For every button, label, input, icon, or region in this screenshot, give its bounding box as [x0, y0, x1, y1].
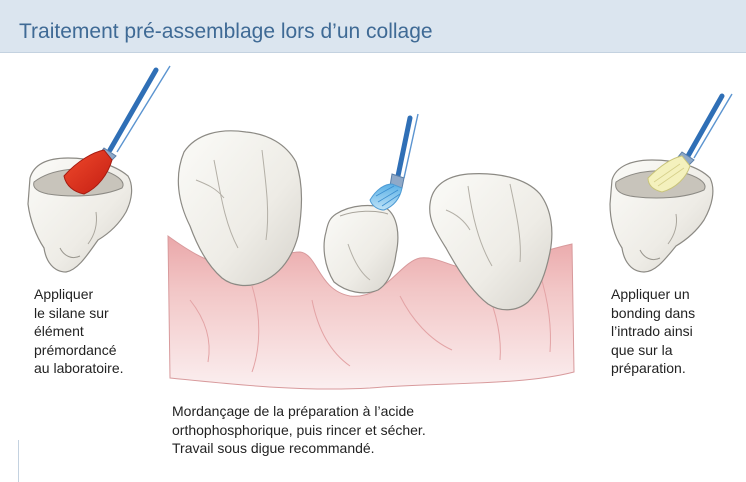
- caption-right-line: préparation.: [611, 359, 695, 378]
- caption-right-line: que sur la: [611, 341, 695, 360]
- caption-left-line: élément: [34, 322, 124, 341]
- caption-center-line: orthophosphorique, puis rincer et sécher…: [172, 421, 426, 440]
- frame-rule: [18, 440, 19, 482]
- caption-left-line: le silane sur: [34, 304, 124, 323]
- caption-right-line: bonding dans: [611, 304, 695, 323]
- caption-left: Appliquer le silane sur élément prémorda…: [34, 285, 124, 378]
- caption-center-line: Mordançage de la préparation à l’acide: [172, 402, 426, 421]
- caption-left-line: au laboratoire.: [34, 359, 124, 378]
- caption-center-line: Travail sous digue recommandé.: [172, 439, 426, 458]
- brush-etchant-icon: [370, 114, 418, 210]
- caption-left-line: Appliquer: [34, 285, 124, 304]
- caption-center: Mordançage de la préparation à l’acide o…: [172, 402, 426, 458]
- prepared-tooth-icon: [324, 206, 398, 293]
- caption-right-line: l’intrado ainsi: [611, 322, 695, 341]
- caption-right: Appliquer un bonding dans l’intrado ains…: [611, 285, 695, 378]
- caption-left-line: prémordancé: [34, 341, 124, 360]
- caption-right-line: Appliquer un: [611, 285, 695, 304]
